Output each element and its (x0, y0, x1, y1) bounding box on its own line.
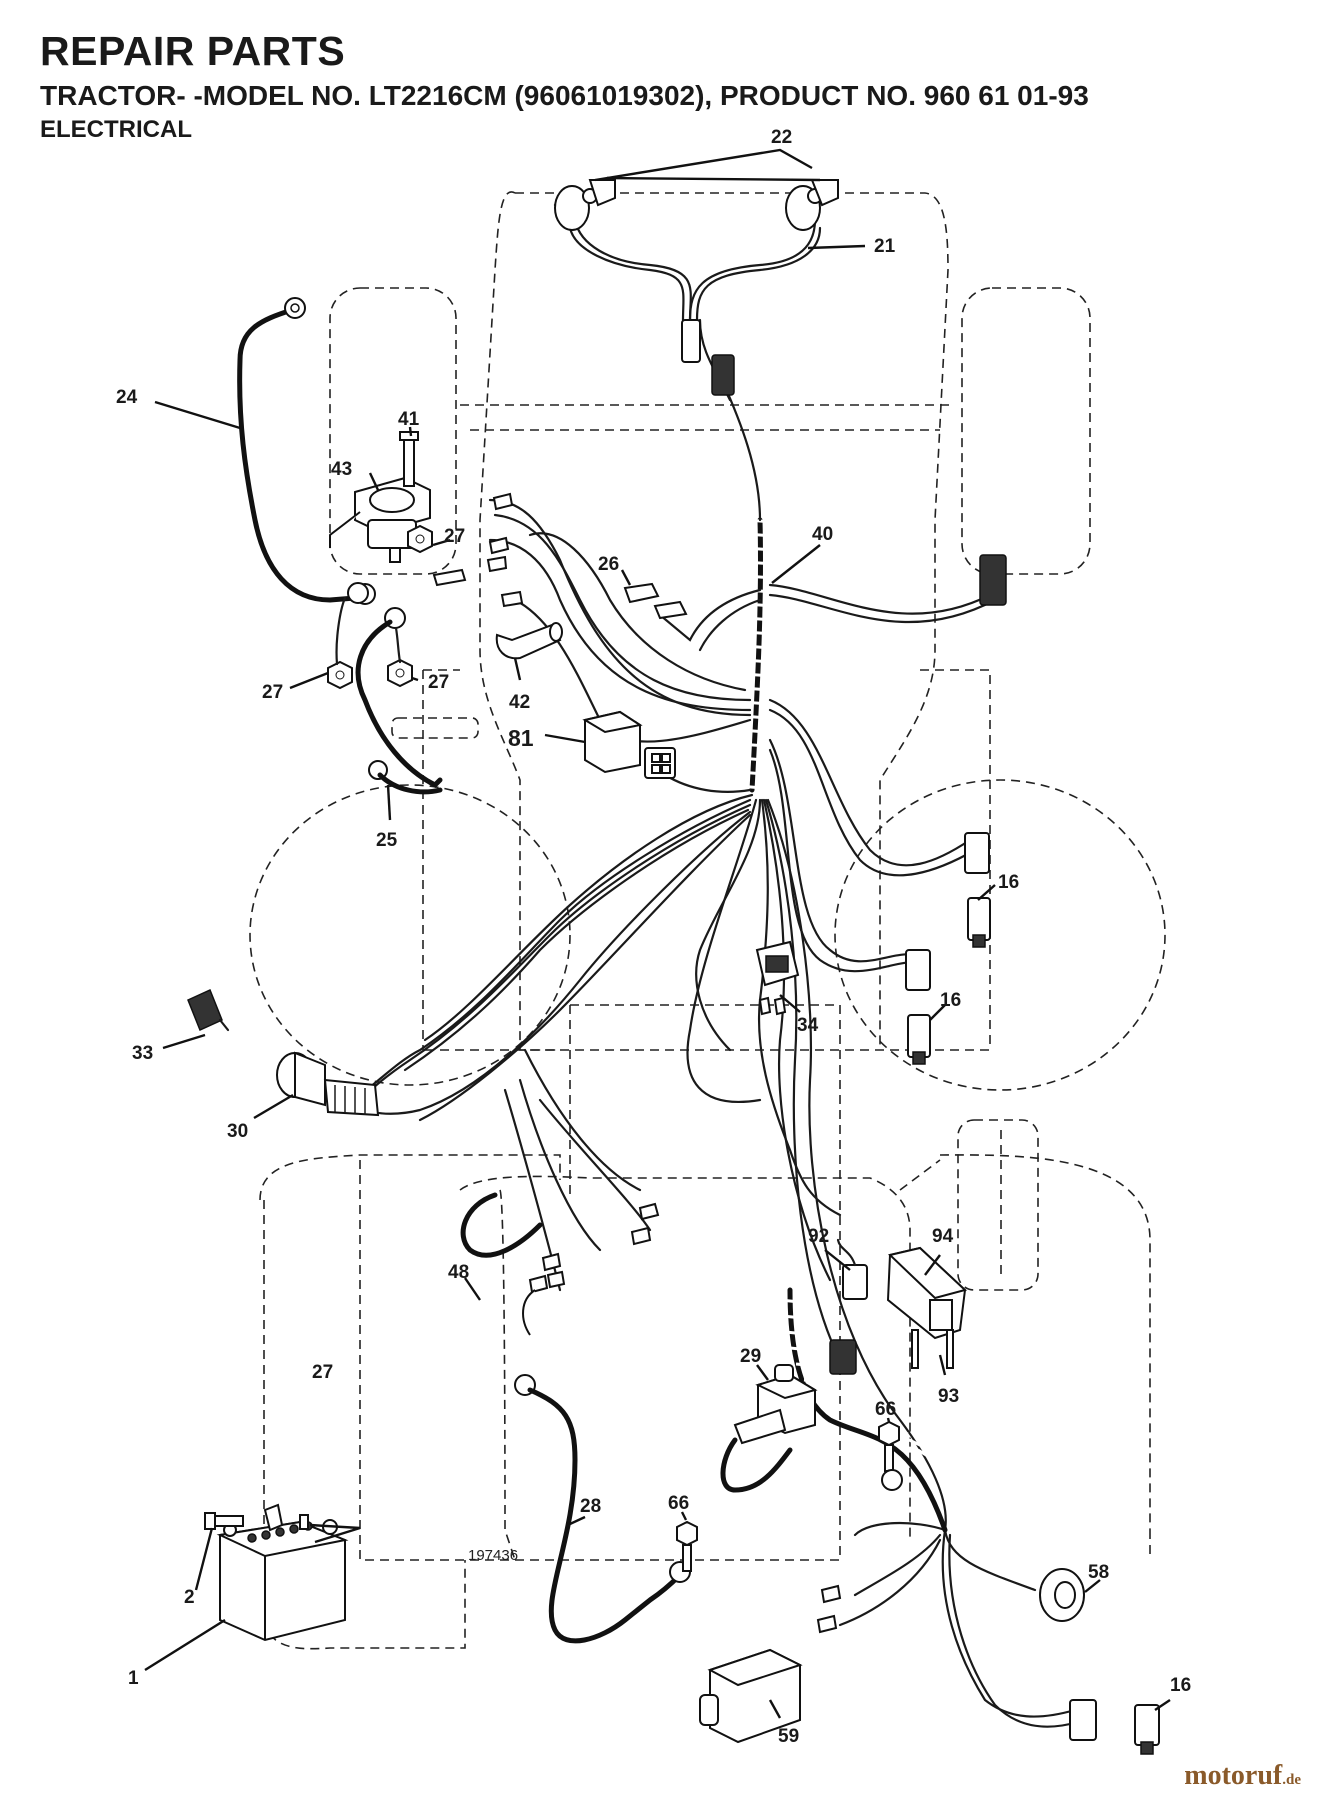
page-title: REPAIR PARTS (40, 28, 346, 74)
ring-terminal (347, 582, 369, 604)
wire-terminals-upper (432, 492, 524, 608)
callout-43: 43 (331, 459, 352, 480)
terminal-boot-42 (495, 622, 563, 660)
frame-outline (249, 191, 1166, 1650)
model-subtitle: TRACTOR- -MODEL NO. LT2216CM (9606101930… (40, 80, 1089, 111)
callout-66-b: 66 (668, 1493, 689, 1514)
callout-34: 34 (797, 1015, 819, 1036)
callout-16-b: 16 (940, 990, 961, 1011)
bolt-66-a (676, 1520, 698, 1572)
wire-loom-40 (738, 517, 775, 793)
nut-27-c (387, 658, 413, 688)
callout-30: 30 (227, 1121, 248, 1142)
watermark-logo: motoruf.de (1184, 1760, 1301, 1791)
callout-2: 2 (184, 1587, 195, 1608)
screw-93 (911, 1329, 954, 1369)
connector-16-c (1134, 1704, 1160, 1755)
callout-81: 81 (508, 725, 534, 751)
seat-switch-94 (886, 1246, 968, 1340)
callout-25: 25 (376, 830, 398, 851)
terminal (816, 1614, 838, 1634)
wiring-harness (358, 203, 1080, 1728)
cable-28 (514, 1374, 691, 1644)
ignition-switch-30 (276, 1051, 380, 1117)
callout-28: 28 (580, 1496, 601, 1517)
switch-34 (755, 940, 800, 1016)
bolt-2 (204, 1503, 309, 1532)
callout-labels: 22 21 24 41 43 27 27 27 27 40 26 42 81 2… (116, 127, 1191, 1747)
harness-connector-right (979, 554, 1007, 606)
connector-lower (1069, 1699, 1097, 1741)
callout-27-d: 27 (312, 1362, 333, 1383)
bolt-66-b (878, 1420, 903, 1491)
ignition-key-33 (187, 988, 230, 1032)
relay-81 (582, 710, 676, 779)
leader-lines (144, 148, 1171, 1719)
module-29 (720, 1364, 818, 1493)
callout-59: 59 (778, 1726, 799, 1747)
fuse-26 (623, 582, 688, 620)
nut-27-b (327, 660, 353, 690)
callout-48: 48 (448, 1262, 469, 1283)
callout-16-c: 16 (1170, 1675, 1191, 1696)
callout-40: 40 (812, 524, 833, 545)
callout-41: 41 (398, 409, 420, 430)
callout-1: 1 (128, 1668, 139, 1689)
callout-27-a: 27 (444, 526, 465, 547)
callout-29: 29 (740, 1346, 761, 1367)
callout-27-c: 27 (428, 672, 449, 693)
callout-58: 58 (1088, 1562, 1109, 1583)
harness-connector-top (711, 354, 735, 396)
wire-48 (460, 1192, 660, 1336)
starter-solenoid-43 (329, 431, 431, 563)
connector-92 (829, 1238, 868, 1375)
alarm-58 (1039, 1568, 1085, 1622)
connector-16-a (964, 832, 991, 948)
battery-1 (216, 1519, 349, 1642)
callout-24: 24 (116, 387, 138, 408)
callout-16-a: 16 (998, 872, 1019, 893)
connector-16-b (905, 949, 931, 1065)
callout-92: 92 (808, 1226, 829, 1247)
callout-21: 21 (874, 236, 896, 257)
callout-93: 93 (938, 1386, 959, 1407)
callout-22: 22 (771, 127, 792, 148)
terminal (820, 1584, 842, 1604)
callout-66-a: 66 (875, 1399, 896, 1420)
module-59 (699, 1648, 803, 1744)
callout-94: 94 (932, 1226, 954, 1247)
nut-27-a (407, 524, 433, 554)
callout-27-b: 27 (262, 682, 283, 703)
headlight-bulb-right (785, 179, 839, 231)
callout-26: 26 (598, 554, 619, 575)
callout-33: 33 (132, 1043, 153, 1064)
diagram-reference-number: 197436 (468, 1547, 518, 1564)
headlight-connector (681, 319, 701, 363)
callout-42: 42 (509, 692, 530, 713)
section-label: ELECTRICAL (40, 116, 192, 143)
headlight-bulb-left (554, 179, 616, 231)
cable-24 (237, 297, 376, 605)
